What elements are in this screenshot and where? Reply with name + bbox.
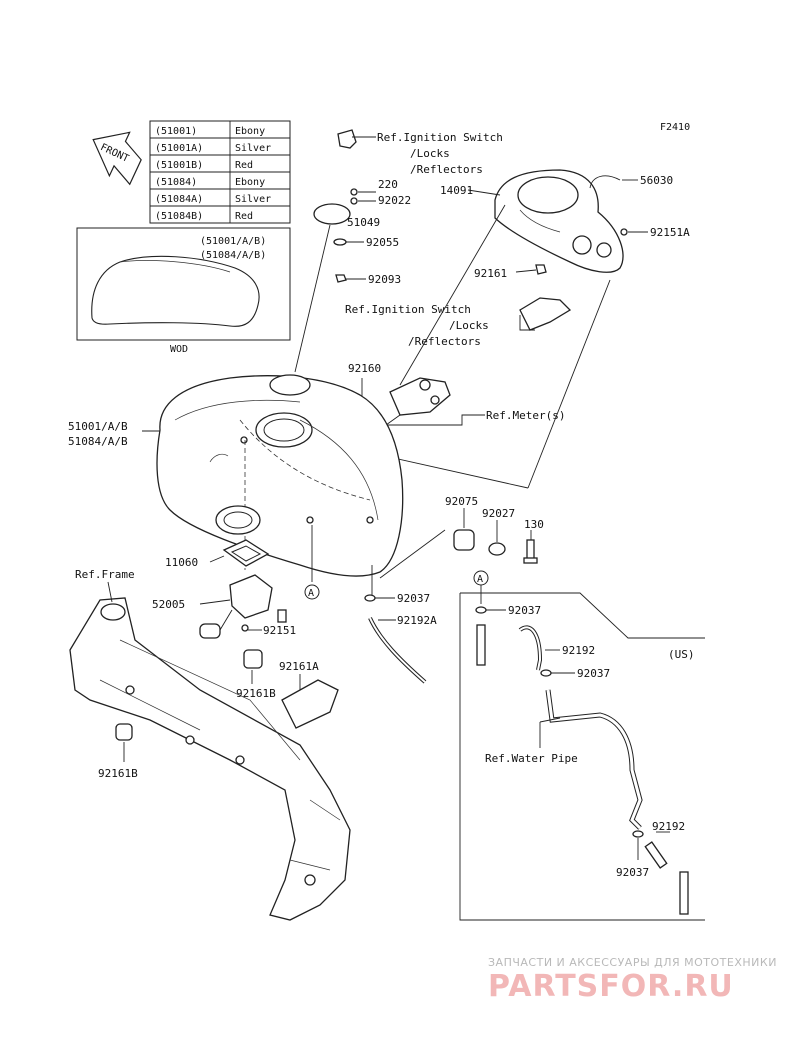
wod-box: (51001/A/B) (51084/A/B) WOD bbox=[76, 227, 291, 355]
label-220: 220 bbox=[378, 178, 398, 191]
label-92037-a: 92037 bbox=[397, 592, 430, 605]
fuel-pump bbox=[229, 574, 273, 619]
label-92192A: 92192A bbox=[397, 614, 437, 627]
rubber-92161B-b bbox=[115, 723, 133, 741]
label-ref-frame: Ref.Frame bbox=[75, 568, 135, 581]
gasket-top bbox=[215, 505, 261, 535]
table-part: (51084) bbox=[155, 177, 197, 188]
label-92075: 92075 bbox=[445, 495, 478, 508]
table-part: (51084A) bbox=[155, 194, 203, 205]
label-tank-2: 51084/A/B bbox=[68, 435, 128, 448]
label-92161B-b: 92161B bbox=[98, 767, 138, 780]
label-92192-a: 92192 bbox=[562, 644, 595, 657]
wod-caption: WOD bbox=[170, 344, 188, 355]
hose-short bbox=[476, 624, 486, 666]
rubber-92161A bbox=[281, 679, 339, 729]
label-130: 130 bbox=[524, 518, 544, 531]
label-92151: 92151 bbox=[263, 624, 296, 637]
color-table: (51001) Ebony (51001A) Silver (51001B) R… bbox=[149, 120, 291, 224]
label-56030: 56030 bbox=[640, 174, 673, 187]
gasket-11060 bbox=[222, 539, 270, 567]
watermark-tagline: ЗАПЧАСТИ И АКСЕССУАРЫ ДЛЯ МОТОТЕХНИКИ bbox=[488, 956, 777, 969]
table-part: (51001A) bbox=[155, 143, 203, 154]
bracket bbox=[519, 297, 572, 331]
rubber-92075 bbox=[453, 529, 475, 551]
label-92022: 92022 bbox=[378, 194, 411, 207]
fuel-tank bbox=[156, 374, 404, 577]
label-92161B-a: 92161B bbox=[236, 687, 276, 700]
table-part: (51001) bbox=[155, 126, 197, 137]
callout-a2: A bbox=[477, 574, 483, 585]
callout-a: A bbox=[308, 588, 314, 599]
bolt-130 bbox=[526, 539, 535, 561]
wod-line2: (51084/A/B) bbox=[200, 250, 266, 261]
label-92160: 92160 bbox=[348, 362, 381, 375]
frame bbox=[69, 597, 351, 921]
rubber-92161B-a bbox=[243, 649, 263, 669]
label-ref-water-pipe: Ref.Water Pipe bbox=[485, 752, 578, 765]
table-part: (51084B) bbox=[155, 211, 203, 222]
label-92161A: 92161A bbox=[279, 660, 319, 673]
label-52005: 52005 bbox=[152, 598, 185, 611]
table-color: Red bbox=[235, 160, 253, 171]
label-92037-b: 92037 bbox=[508, 604, 541, 617]
nut-92161 bbox=[535, 264, 547, 275]
label-ref-ignition-top-2: /Locks bbox=[410, 147, 450, 160]
watermark-brand: PARTSFOR.RU bbox=[488, 969, 734, 1004]
label-ref-ignition-top-1: Ref.Ignition Switch bbox=[377, 131, 503, 144]
label-92151A: 92151A bbox=[650, 226, 690, 239]
label-14091: 14091 bbox=[440, 184, 473, 197]
label-92093: 92093 bbox=[368, 273, 401, 286]
table-color: Red bbox=[235, 211, 253, 222]
label-92161: 92161 bbox=[474, 267, 507, 280]
collar-92027 bbox=[488, 542, 506, 556]
diagram-code: F2410 bbox=[660, 122, 690, 133]
table-color: Silver bbox=[235, 194, 271, 205]
table-color: Ebony bbox=[235, 177, 265, 188]
table-color: Ebony bbox=[235, 126, 265, 137]
fuel-cap-group bbox=[313, 129, 376, 283]
label-ref-ignition-top-3: /Reflectors bbox=[410, 163, 483, 176]
hose-long bbox=[679, 871, 689, 915]
wod-line1: (51001/A/B) bbox=[200, 236, 266, 247]
label-92192-b: 92192 bbox=[652, 820, 685, 833]
label-92037-c: 92037 bbox=[577, 667, 610, 680]
label-11060: 11060 bbox=[165, 556, 198, 569]
table-part: (51001B) bbox=[155, 160, 203, 171]
water-pipe bbox=[539, 689, 643, 830]
table-color: Silver bbox=[235, 143, 271, 154]
label-tank-1: 51001/A/B bbox=[68, 420, 128, 433]
label-ref-ignition-mid-2: /Locks bbox=[449, 319, 489, 332]
label-92027: 92027 bbox=[482, 507, 515, 520]
label-ref-ignition-mid-3: /Reflectors bbox=[408, 335, 481, 348]
front-arrow-icon: FRONT bbox=[92, 131, 142, 186]
label-92037-d: 92037 bbox=[616, 866, 649, 879]
label-92055: 92055 bbox=[366, 236, 399, 249]
label-51049: 51049 bbox=[347, 216, 380, 229]
meter-cover bbox=[494, 169, 628, 273]
label-ref-meter: Ref.Meter(s) bbox=[486, 409, 565, 422]
label-us: (US) bbox=[668, 648, 695, 661]
label-ref-ignition-mid-1: Ref.Ignition Switch bbox=[345, 303, 471, 316]
